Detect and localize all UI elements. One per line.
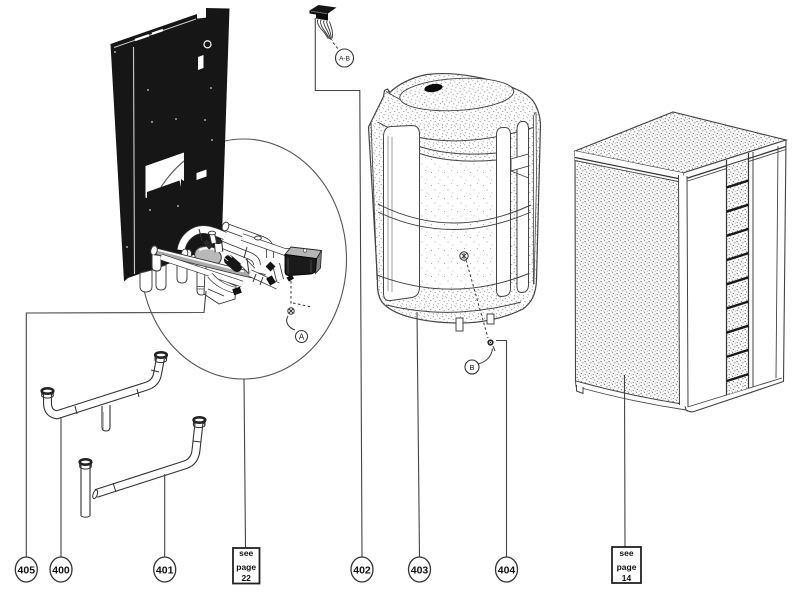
svg-text:A: A [299,333,305,342]
svg-text:400: 400 [52,565,70,577]
svg-text:page: page [236,562,256,572]
svg-text:see: see [239,548,253,558]
svg-text:A-B: A-B [339,56,350,63]
svg-text:B: B [469,363,474,372]
svg-text:page: page [617,562,637,572]
svg-text:401: 401 [156,565,174,577]
svg-text:402: 402 [353,565,371,577]
svg-text:22: 22 [241,573,251,583]
svg-text:404: 404 [498,565,516,577]
svg-text:403: 403 [411,565,429,577]
svg-text:405: 405 [18,565,36,577]
svg-text:14: 14 [622,573,632,583]
svg-text:see: see [619,548,633,558]
